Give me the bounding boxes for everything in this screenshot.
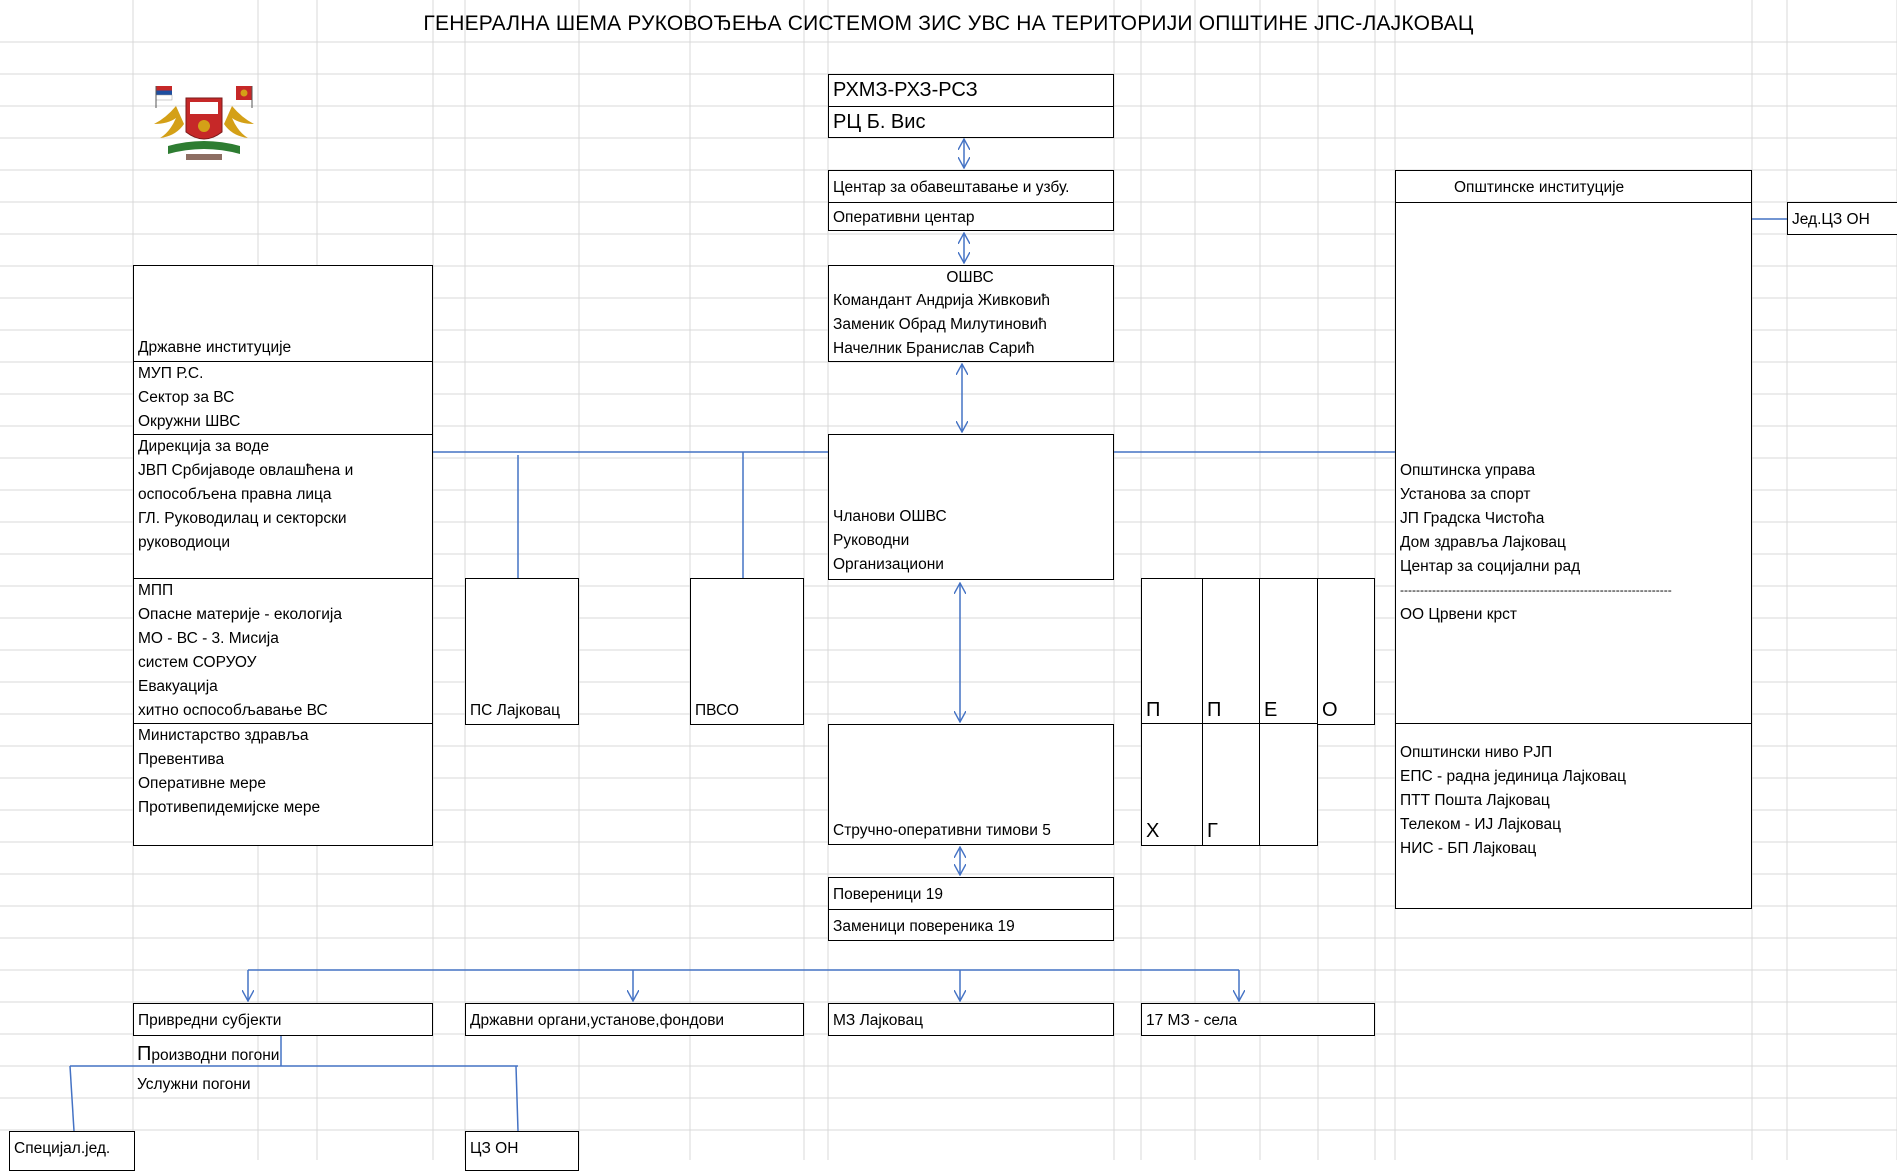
municipal-utilities-box: Општински ниво РЈП ЕПС - радна јединица … bbox=[1395, 723, 1752, 909]
letter-cell-6: Г bbox=[1202, 723, 1260, 846]
police-station-box: ПС Лајковац bbox=[465, 578, 579, 725]
deputies-box: Заменици повереника 19 bbox=[828, 909, 1114, 941]
economic-subjects-box: Привредни субјекти bbox=[133, 1003, 433, 1036]
page-title: ГЕНЕРАЛНА ШЕМА РУКОВОЂЕЊА СИСТЕМОМ ЗИС У… bbox=[423, 12, 1474, 35]
letter-cell-5: Х bbox=[1141, 723, 1204, 846]
state-group-defense: МПП Опасне материје - екологија МО - ВС … bbox=[133, 578, 433, 725]
rhmz-box: РХМЗ-РХЗ-РСЗ bbox=[828, 74, 1114, 107]
members-box: Чланови ОШВС Руководни Организациони bbox=[828, 434, 1114, 580]
oshvs-heading: ОШВС bbox=[946, 269, 994, 286]
rc-box: РЦ Б. Вис bbox=[828, 106, 1114, 138]
state-group-mup: МУП Р.С. Сектор за ВС Окружни ШВС bbox=[133, 361, 433, 435]
production-plants-label: Производни погони bbox=[137, 1043, 280, 1065]
state-group-waters: Дирекција за воде ЈВП Србијаводе овлашће… bbox=[133, 434, 433, 580]
letter-cell-1: П bbox=[1141, 578, 1204, 725]
state-organs-box: Државни органи,установе,фондови bbox=[465, 1003, 804, 1036]
line-to-czon bbox=[515, 1065, 519, 1132]
letter-cell-4: О bbox=[1317, 578, 1375, 725]
teams-box: Стручно-оперативни тимови 5 bbox=[828, 724, 1114, 845]
municipal-institutions-header: Општинске институције bbox=[1395, 170, 1752, 203]
service-plants-label: Услужни погони bbox=[137, 1076, 251, 1093]
commissioners-box: Повереници 19 bbox=[828, 877, 1114, 910]
municipal-institutions-box: Општинска управа Установа за спорт ЈП Гр… bbox=[1395, 202, 1752, 725]
pvso-box: ПВСО bbox=[690, 578, 804, 725]
unit-czon-box: Јед.ЦЗ ОН bbox=[1787, 202, 1897, 235]
letter-cell-7 bbox=[1259, 723, 1318, 846]
line-to-special bbox=[69, 1065, 75, 1132]
state-group-health: Министарство здравља Превентива Оператив… bbox=[133, 723, 433, 846]
mz-lajkovac-box: МЗ Лајковац bbox=[828, 1003, 1114, 1036]
operative-center-box: Оперативни центар bbox=[828, 202, 1114, 231]
villages-box: 17 МЗ - села bbox=[1141, 1003, 1375, 1036]
separator-line: ----------------------------------------… bbox=[1400, 583, 1672, 597]
coat-of-arms-icon bbox=[154, 86, 254, 160]
oshvs-box: ОШВС Командант Андрија Живковић Заменик … bbox=[828, 265, 1114, 362]
letter-cell-2: П bbox=[1202, 578, 1260, 725]
